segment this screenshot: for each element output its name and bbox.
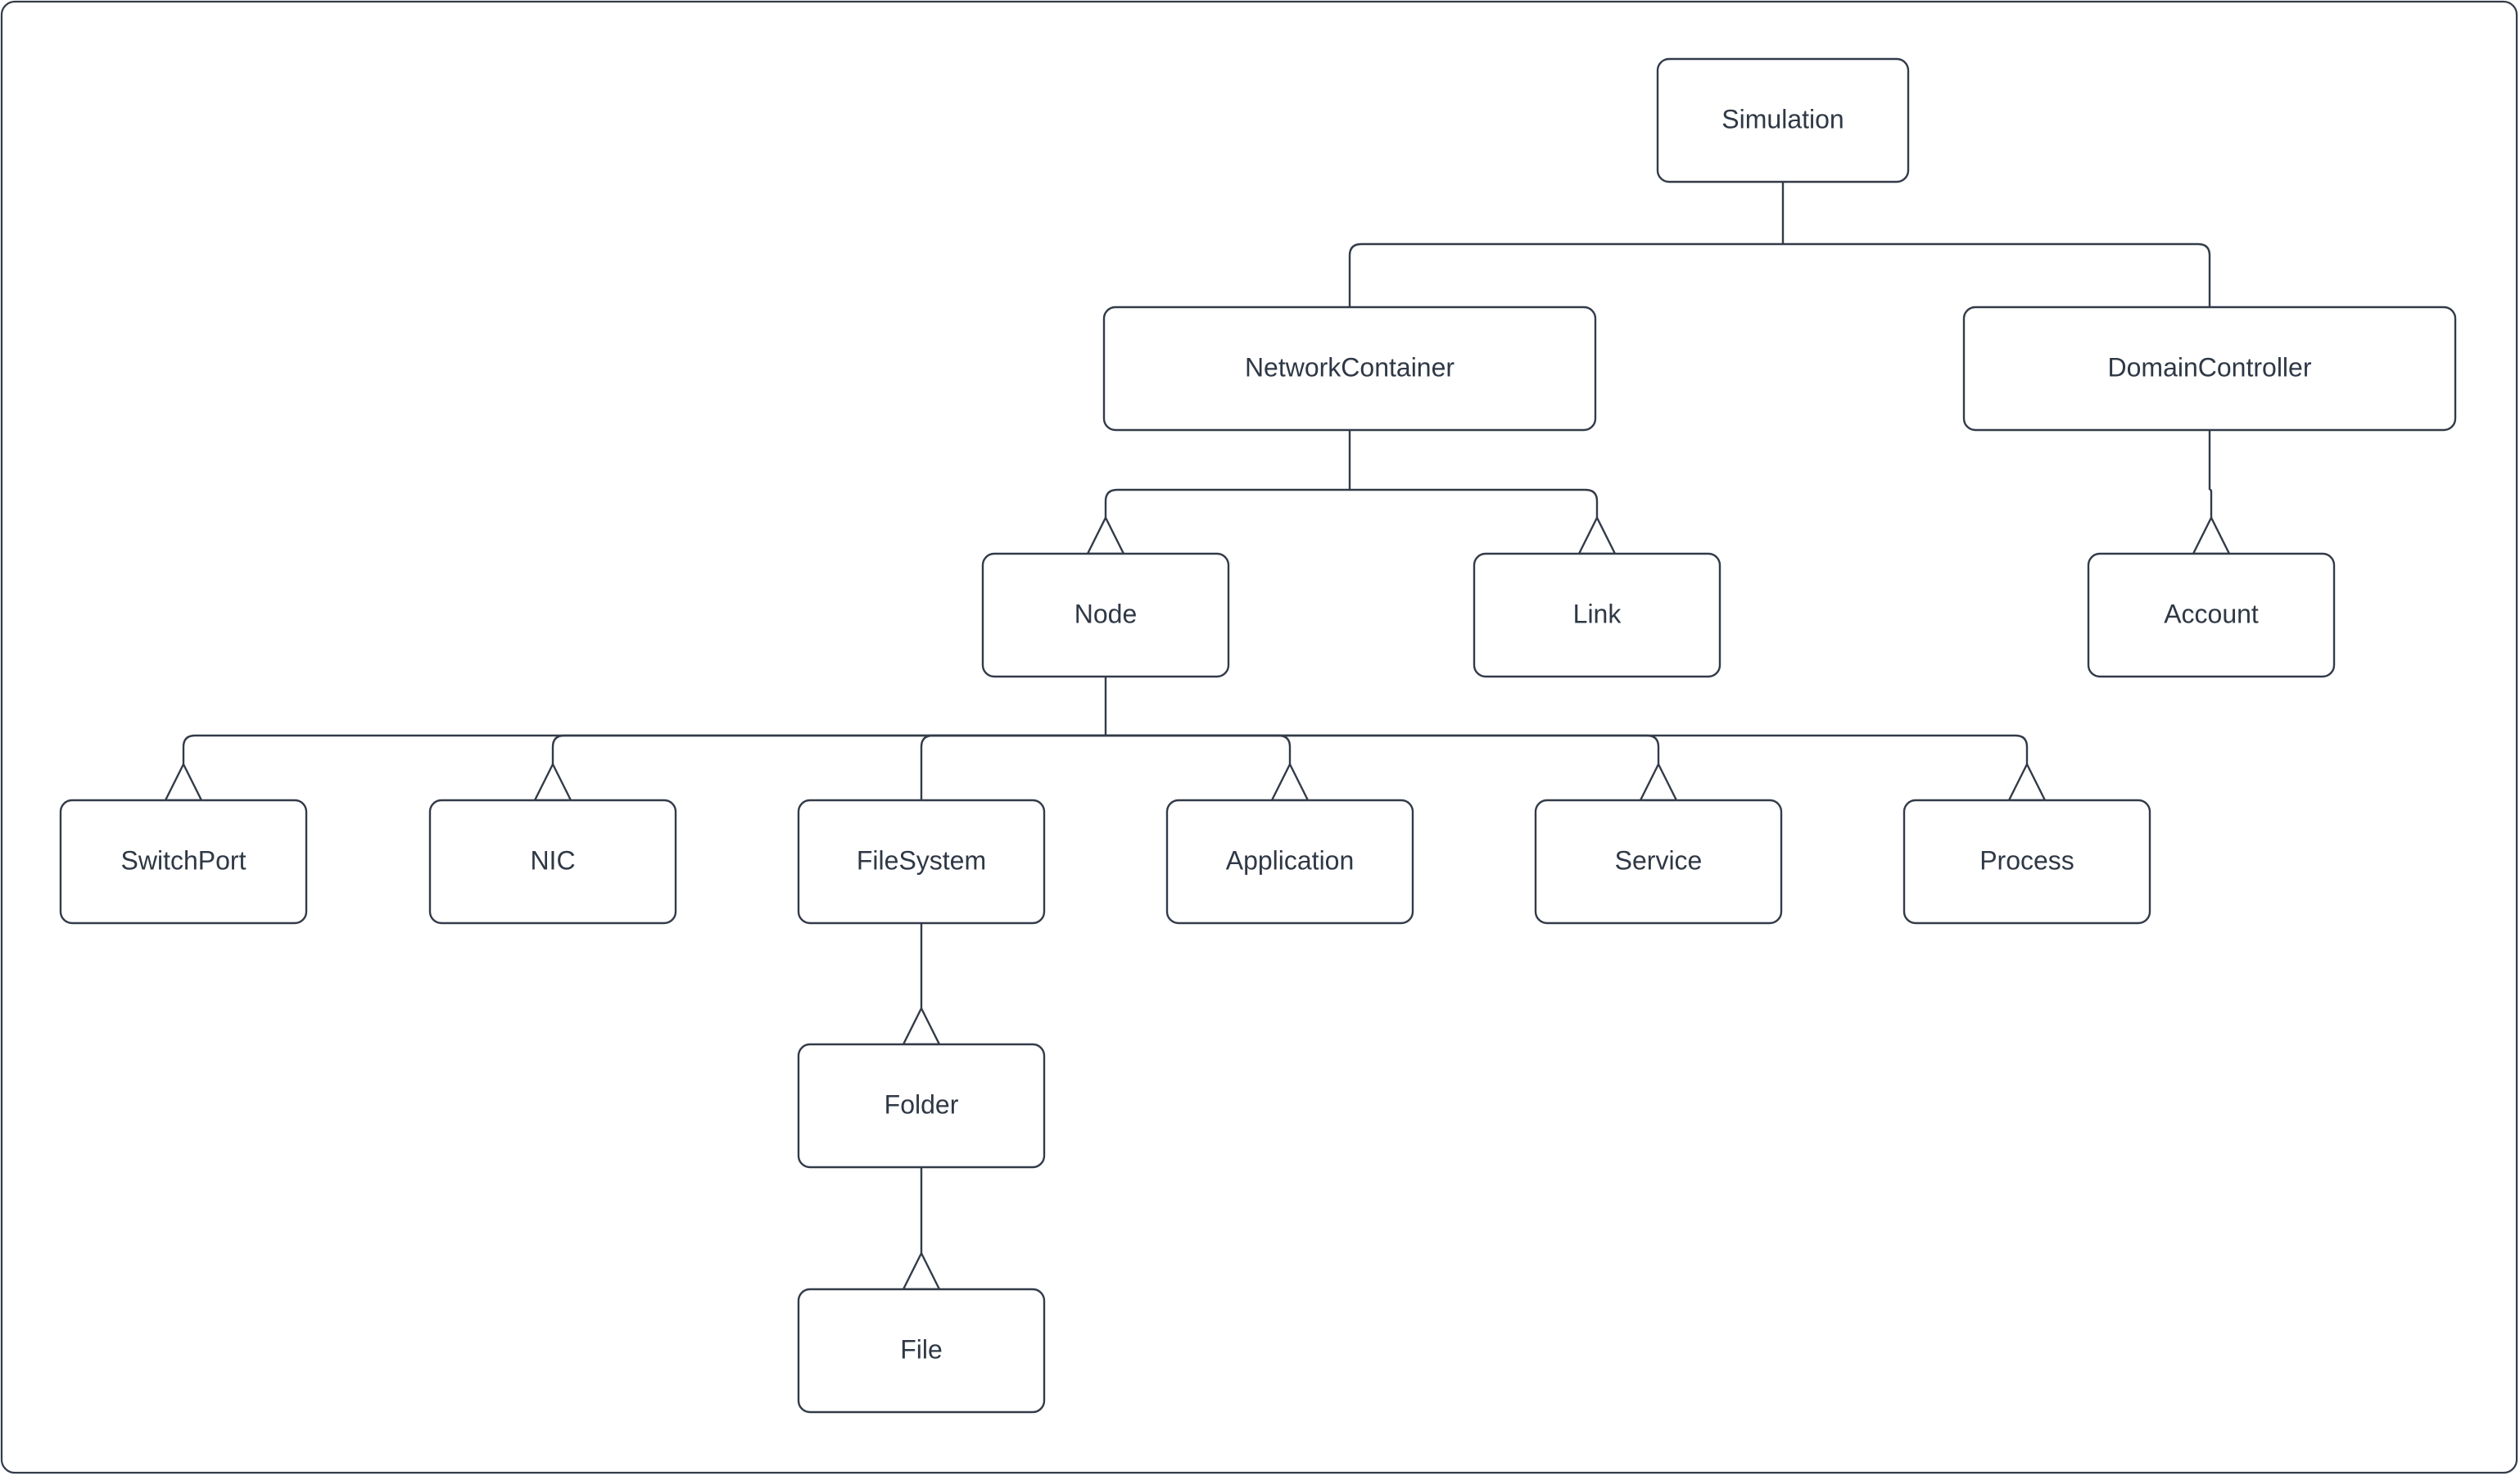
edge-line (920, 734, 1106, 800)
class-node-account[interactable]: Account (2087, 552, 2336, 678)
class-node-nic[interactable]: NIC (428, 799, 677, 925)
class-node-networkcontainer[interactable]: NetworkContainer (1102, 306, 1597, 432)
edge-line (551, 734, 1106, 764)
class-node-box[interactable] (59, 799, 308, 925)
edge-line (1104, 488, 1350, 518)
class-node-file[interactable]: File (797, 1288, 1046, 1414)
class-node-domaincontroller[interactable]: DomainController (1962, 306, 2457, 432)
class-node-box[interactable] (1902, 799, 2151, 925)
edges-layer (164, 182, 2231, 1291)
edge-line (1348, 242, 1783, 307)
class-node-box[interactable] (1534, 799, 1783, 925)
class-node-simulation[interactable]: Simulation (1656, 57, 1910, 183)
class-node-switchport[interactable]: SwitchPort (59, 799, 308, 925)
class-node-box[interactable] (1473, 552, 1721, 678)
edge-line (1350, 488, 1599, 518)
class-node-box[interactable] (981, 552, 1230, 678)
edge-simulation-to-domaincontroller[interactable] (1783, 242, 2211, 307)
class-node-folder[interactable]: Folder (797, 1043, 1046, 1169)
class-node-link[interactable]: Link (1473, 552, 1721, 678)
class-node-box[interactable] (797, 1043, 1046, 1169)
class-node-service[interactable]: Service (1534, 799, 1783, 925)
class-node-box[interactable] (2087, 552, 2336, 678)
class-node-node[interactable]: Node (981, 552, 1230, 678)
edge-line (182, 734, 1106, 764)
edge-node-to-filesystem[interactable] (920, 734, 1106, 800)
edge-line (1106, 734, 2029, 764)
class-node-box[interactable] (797, 799, 1046, 925)
edge-line (2209, 488, 2213, 518)
class-node-filesystem[interactable]: FileSystem (797, 799, 1046, 925)
edge-line (1783, 242, 2211, 307)
edge-simulation-to-networkcontainer[interactable] (1348, 242, 1783, 307)
class-node-box[interactable] (1962, 306, 2457, 432)
class-node-box[interactable] (1656, 57, 1910, 183)
class-node-box[interactable] (797, 1288, 1046, 1414)
class-node-box[interactable] (1102, 306, 1597, 432)
class-node-box[interactable] (428, 799, 677, 925)
class-node-process[interactable]: Process (1902, 799, 2151, 925)
class-node-box[interactable] (1165, 799, 1414, 925)
class-node-application[interactable]: Application (1165, 799, 1414, 925)
